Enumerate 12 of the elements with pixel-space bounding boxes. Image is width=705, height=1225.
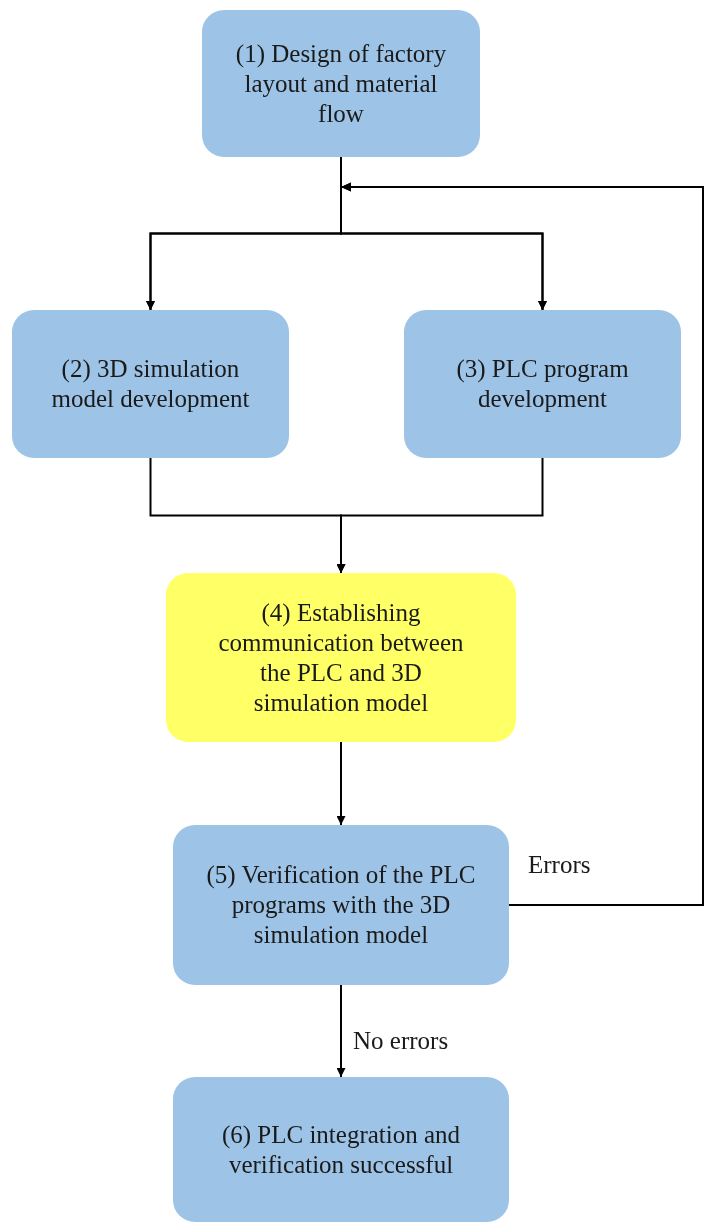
- box-text: (6) PLC integration and verification successful: [220, 1119, 462, 1180]
- process-box: [202, 10, 480, 157]
- process-box: [173, 825, 509, 985]
- box-text: (2) 3D simulation model development: [50, 354, 251, 414]
- box-text: (3) PLC program development: [455, 354, 630, 414]
- process-box: [12, 310, 289, 458]
- process-box: [404, 310, 681, 458]
- process-box: [173, 1077, 509, 1222]
- box-text: (4) Establishing communication between the PLC and 3D simulation model: [217, 597, 465, 718]
- process-box: [166, 573, 516, 742]
- box-text: (1) Design of factory layout and material flow: [234, 38, 448, 129]
- box-text: (5) Verification of the PLC programs with the 3D simulation model: [205, 860, 477, 950]
